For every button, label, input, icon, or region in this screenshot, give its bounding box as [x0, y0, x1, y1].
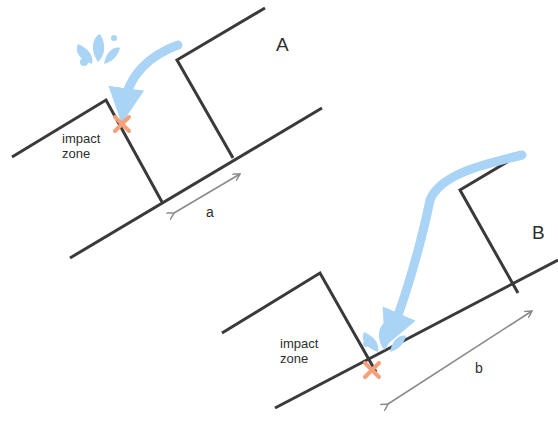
- dimension-b: [388, 311, 532, 404]
- zone-label: impact zone: [280, 337, 332, 367]
- panel-letter: B: [532, 222, 554, 244]
- splash: [363, 322, 406, 352]
- water-arrow: [124, 45, 178, 106]
- zone-label: impact zone: [62, 132, 114, 162]
- dimension-label: a: [202, 204, 218, 220]
- impact-mark: [115, 117, 129, 131]
- dimension-label: b: [471, 360, 487, 376]
- water-arrow: [392, 155, 522, 330]
- step-a: [12, 8, 322, 258]
- step-b: [222, 153, 558, 408]
- panel-letter: A: [276, 34, 306, 56]
- impact-mark: [365, 363, 379, 377]
- splash: [77, 34, 120, 66]
